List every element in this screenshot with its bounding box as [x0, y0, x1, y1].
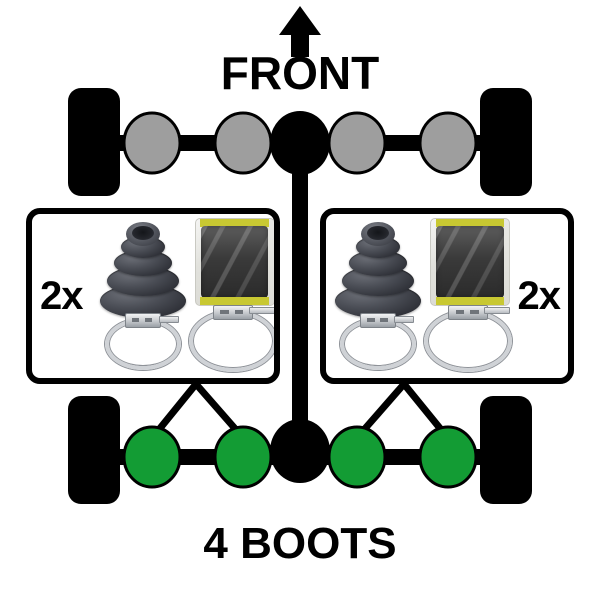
- leader-left-outer: [153, 380, 200, 436]
- front-direction-arrow-icon: [279, 6, 321, 57]
- rear-right-outer-cv-joint: [418, 425, 478, 489]
- front-right-inner-cv-joint: [327, 111, 387, 175]
- rear-right-inner-cv-joint: [327, 425, 387, 489]
- small-clamp-tail: [158, 316, 179, 323]
- grease-packet-seal-top: [435, 219, 505, 227]
- rear-right-wheel: [480, 396, 532, 504]
- grease-packet-seal-bottom: [435, 297, 505, 305]
- grease-packet-seal-bottom: [200, 297, 269, 305]
- front-right-wheel: [480, 88, 532, 196]
- leader-right-inner: [358, 380, 408, 436]
- large-clamp-buckle: [212, 305, 253, 320]
- left-kit-contents-photo: [91, 214, 274, 378]
- right-kit-contents-photo: [326, 214, 512, 378]
- small-clamp-buckle: [124, 313, 161, 328]
- center-driveshaft: [292, 140, 308, 455]
- rear-differential: [270, 419, 330, 483]
- large-clamp: [188, 305, 274, 372]
- cv-boot-bore: [367, 226, 389, 240]
- rear-left-wheel: [68, 396, 120, 504]
- left-kit-quantity: 2x: [40, 274, 83, 318]
- small-clamp: [340, 313, 416, 370]
- front-direction-label: FRONT: [220, 47, 380, 99]
- large-clamp-tail: [248, 307, 274, 314]
- small-clamp-tail: [394, 316, 414, 323]
- boot-count-caption: 4 BOOTS: [203, 519, 397, 568]
- front-left-wheel: [68, 88, 120, 196]
- large-clamp-tail: [484, 307, 510, 314]
- small-clamp-buckle: [360, 313, 396, 328]
- rear-left-outer-cv-joint: [122, 425, 182, 489]
- right-kit-quantity: 2x: [517, 274, 561, 318]
- small-clamp: [104, 313, 181, 370]
- front-left-inner-cv-joint: [213, 111, 273, 175]
- cv-boot-bore: [131, 226, 154, 240]
- grease-packet-seal-top: [200, 219, 269, 227]
- grease-packet: [194, 218, 274, 306]
- rear-axle-group: [68, 380, 532, 504]
- leader-right-outer: [400, 380, 447, 436]
- left-kit-box[interactable]: 2x: [26, 208, 280, 384]
- leader-left-inner: [192, 380, 242, 436]
- rear-left-inner-cv-joint: [213, 425, 273, 489]
- kit-leader-lines: [153, 380, 447, 436]
- cv-boot: [97, 220, 189, 318]
- grease-packet-contents: [200, 225, 269, 299]
- large-clamp: [424, 305, 512, 372]
- large-clamp-buckle: [448, 305, 488, 320]
- grease-packet: [430, 218, 510, 306]
- front-right-outer-cv-joint: [418, 111, 478, 175]
- grease-packet-contents: [436, 225, 504, 299]
- right-kit-box[interactable]: 2x: [320, 208, 574, 384]
- front-left-outer-cv-joint: [122, 111, 182, 175]
- front-axle-group: [68, 88, 532, 196]
- cv-boot: [332, 220, 424, 318]
